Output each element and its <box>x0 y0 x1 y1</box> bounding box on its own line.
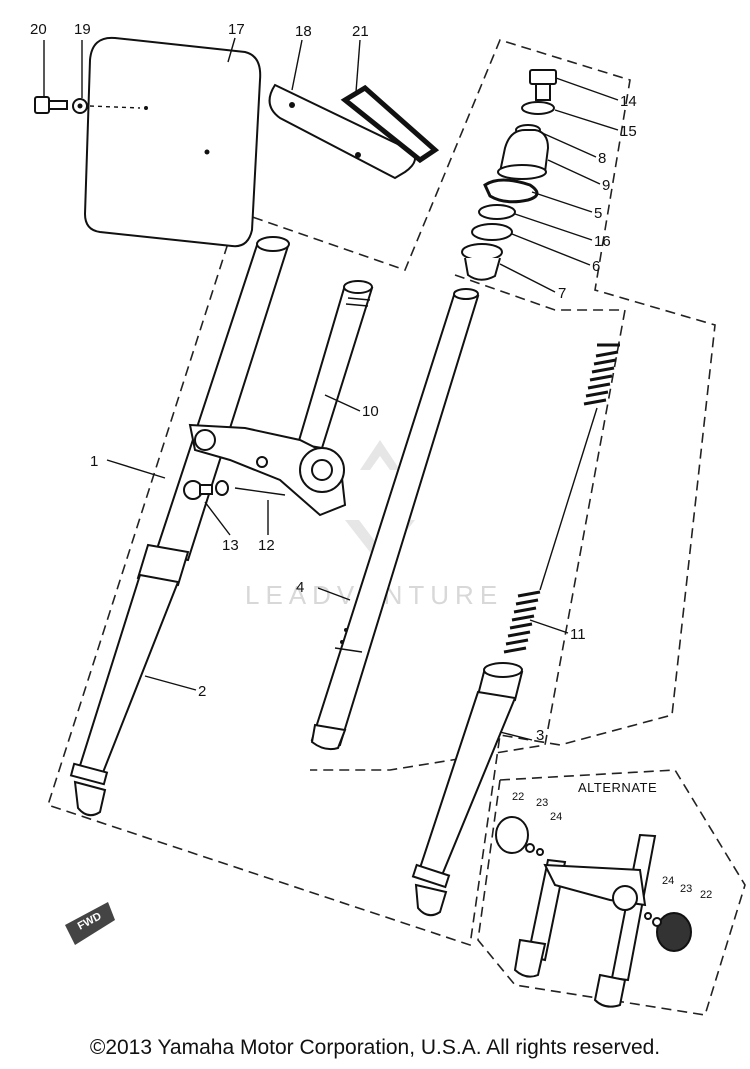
alternate-label: ALTERNATE <box>578 780 657 795</box>
callout-11: 11 <box>570 626 586 643</box>
top-race-cover <box>497 129 550 180</box>
fork-spring <box>503 343 620 654</box>
callout-3: 3 <box>536 727 544 744</box>
callout-16: 16 <box>594 233 611 250</box>
plate-bolt <box>34 96 68 114</box>
stem-bolt <box>529 69 557 101</box>
callout-20: 20 <box>30 21 47 38</box>
callout-23-right: 23 <box>680 883 692 895</box>
callout-8: 8 <box>598 150 606 167</box>
callout-17: 17 <box>228 21 245 38</box>
alternate-group-outline <box>477 769 746 1016</box>
left-fork-inner-tube <box>153 236 290 562</box>
alt-left-nut <box>536 848 544 856</box>
callout-13: 13 <box>222 537 239 554</box>
bearing <box>471 223 513 241</box>
bracket-washer <box>215 480 286 496</box>
stem-washer <box>521 101 555 115</box>
under-bracket <box>188 423 347 517</box>
main-fork-group-outline <box>46 39 716 947</box>
callout-labels: 20 19 17 18 21 14 15 8 9 5 16 6 7 10 1 1… <box>30 21 712 901</box>
callout-2: 2 <box>198 683 206 700</box>
callout-24-right: 24 <box>662 875 674 887</box>
pinch-bolt <box>183 480 213 500</box>
alt-left-spacer <box>525 843 535 853</box>
number-plate <box>83 36 262 248</box>
callout-15: 15 <box>620 123 637 140</box>
alt-left-plate <box>495 816 529 854</box>
callout-14: 14 <box>620 93 637 110</box>
leader-lines <box>43 37 619 741</box>
callout-22-right: 22 <box>700 889 712 901</box>
callout-24-left: 24 <box>550 811 562 823</box>
callout-18: 18 <box>295 23 312 40</box>
callout-7: 7 <box>558 285 566 302</box>
callout-10: 10 <box>362 403 379 420</box>
plate-band <box>340 84 440 164</box>
callout-6: 6 <box>592 258 600 275</box>
clip <box>483 178 539 204</box>
alt-right-plate <box>656 912 692 952</box>
callout-9: 9 <box>602 177 610 194</box>
callout-21: 21 <box>352 23 369 40</box>
bearing-race-top <box>478 204 516 220</box>
fwd-arrow: FWD <box>65 902 115 945</box>
alt-right-nut <box>644 912 652 920</box>
callout-4: 4 <box>296 579 304 596</box>
center-inner-tube <box>310 288 480 751</box>
bearing-race-bottom <box>461 243 503 281</box>
plate-washer <box>72 98 88 114</box>
alternate-assembly <box>495 816 692 1008</box>
callout-23-left: 23 <box>536 797 548 809</box>
callout-12: 12 <box>258 537 275 554</box>
inner-tube-outline <box>310 274 626 771</box>
callout-22-left: 22 <box>512 791 524 803</box>
alt-right-spacer <box>652 917 662 927</box>
callout-19: 19 <box>74 21 91 38</box>
callout-1: 1 <box>90 453 98 470</box>
under-bracket-stem <box>296 280 374 450</box>
callout-5: 5 <box>594 205 602 222</box>
right-fork-outer-tube <box>411 662 524 917</box>
left-fork-outer-tube <box>69 543 190 817</box>
copyright-notice: ©2013 Yamaha Motor Corporation, U.S.A. A… <box>89 1036 661 1059</box>
